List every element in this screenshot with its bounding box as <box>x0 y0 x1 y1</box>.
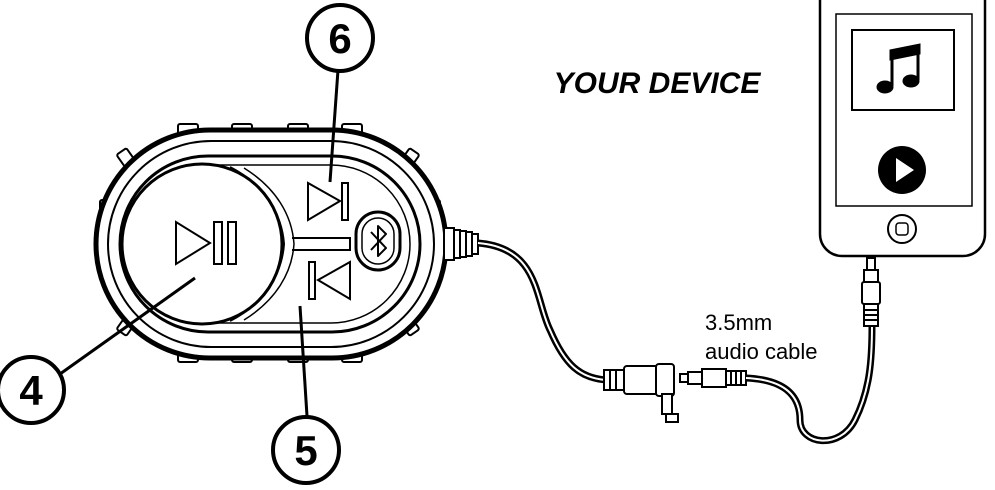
device-label: YOUR DEVICE <box>554 67 762 100</box>
callout-leader-lines <box>59 69 340 417</box>
play-icon[interactable] <box>878 146 926 194</box>
callout-4: 4 <box>0 355 66 425</box>
music-note-icon <box>876 43 921 94</box>
callout-6: 6 <box>305 3 375 73</box>
audio-cable <box>745 324 876 445</box>
audio-jack-plug <box>679 368 747 388</box>
play-pause-icon[interactable] <box>175 220 237 266</box>
callout-play-pause-number: 4 <box>19 367 43 414</box>
bluetooth-receiver <box>93 123 449 363</box>
callout-next-track-number: 6 <box>328 15 351 62</box>
bluetooth-icon[interactable] <box>370 225 387 257</box>
receiver-cable <box>477 239 607 384</box>
cable-label-line2: audio cable <box>705 339 818 364</box>
home-button-icon[interactable] <box>887 214 917 244</box>
cable-label-line1: 3.5mm <box>705 310 772 335</box>
callout-previous-track-number: 5 <box>294 427 317 474</box>
callout-5: 5 <box>271 415 341 485</box>
previous-track-icon[interactable] <box>308 260 351 301</box>
device <box>818 0 987 258</box>
next-track-icon[interactable] <box>307 181 349 222</box>
device-jack-plug <box>861 257 881 327</box>
right-angle-plug <box>603 363 679 423</box>
cable-strain-relief <box>443 227 479 261</box>
